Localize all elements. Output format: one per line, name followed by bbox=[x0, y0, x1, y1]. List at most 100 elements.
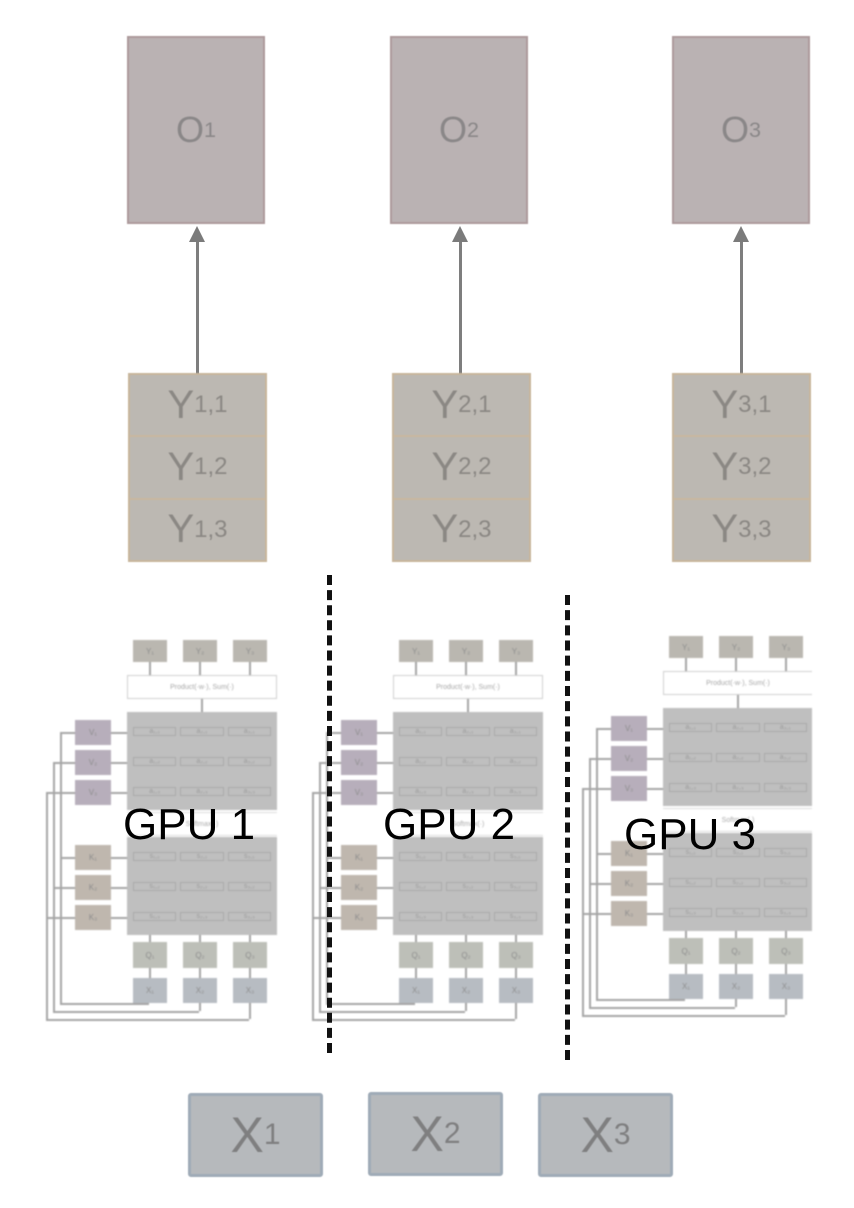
mini-y-box: Y₂ bbox=[449, 640, 483, 662]
mini-y-box: Y₁ bbox=[133, 640, 167, 662]
grid-cell: s₃,₁ bbox=[493, 851, 537, 861]
arrow-up-icon bbox=[189, 226, 205, 242]
grid-cell: a₂,₁ bbox=[446, 726, 490, 736]
grid-cell: a₃,₁ bbox=[763, 722, 807, 732]
arrow-up-icon bbox=[733, 226, 749, 242]
input-subscript: 3 bbox=[613, 1118, 631, 1151]
connector-line bbox=[647, 728, 663, 730]
connector-line bbox=[647, 913, 663, 915]
value-box: V₃ bbox=[611, 776, 647, 801]
connector-line bbox=[685, 658, 687, 671]
grid-cell: a₁,₃ bbox=[399, 786, 443, 796]
connector-line bbox=[415, 662, 417, 675]
grid-cell: a₂,₁ bbox=[180, 726, 224, 736]
connector-line bbox=[249, 662, 251, 675]
output-label: O bbox=[720, 109, 749, 150]
grid-cell: s₂,₃ bbox=[446, 911, 490, 921]
connector-line bbox=[515, 968, 517, 978]
value-box: V₂ bbox=[341, 750, 377, 775]
grid-cell: s₂,₁ bbox=[180, 851, 224, 861]
gpu-label-2: GPU 2 bbox=[383, 800, 516, 849]
connector-line bbox=[111, 887, 127, 889]
connector-line bbox=[589, 1007, 735, 1009]
grid-cell: a₁,₂ bbox=[399, 756, 443, 766]
input-subscript: 2 bbox=[443, 1117, 461, 1150]
connector-line bbox=[589, 758, 611, 760]
mini-input-box: X₂ bbox=[449, 978, 483, 1003]
grid-cell: s₂,₂ bbox=[180, 881, 224, 891]
grid-cell: a₂,₃ bbox=[446, 786, 490, 796]
connector-line bbox=[201, 699, 203, 712]
softmax-band: Softmax(·) bbox=[127, 812, 277, 836]
query-box: Q₃ bbox=[233, 942, 267, 968]
connector-line bbox=[647, 788, 663, 790]
grid-cell: a₃,₂ bbox=[227, 756, 271, 766]
connector-line bbox=[596, 999, 685, 1001]
softmax-band: Softmax(·) bbox=[663, 808, 812, 832]
connector-line bbox=[111, 857, 127, 859]
grid-cell: a₂,₃ bbox=[180, 786, 224, 796]
connector-line bbox=[465, 935, 467, 942]
grid-cell: a₃,₁ bbox=[227, 726, 271, 736]
connector-line bbox=[415, 968, 417, 978]
connector-line bbox=[785, 931, 787, 938]
product-sum-box: Product(·w·), Sum(·) bbox=[663, 671, 812, 695]
connector-line bbox=[582, 788, 584, 1015]
grid-cell: s₃,₃ bbox=[493, 911, 537, 921]
connector-line bbox=[596, 728, 598, 999]
connector-line bbox=[785, 964, 787, 974]
output-subscript: 1 bbox=[204, 117, 217, 142]
connector-line bbox=[596, 853, 611, 855]
mini-y-box: Y₃ bbox=[499, 640, 533, 662]
product-sum-box: Product(·w·), Sum(·) bbox=[393, 675, 543, 699]
input-subscript: 1 bbox=[263, 1118, 281, 1151]
output-subscript: 2 bbox=[467, 117, 480, 142]
mini-y-box: Y₃ bbox=[769, 636, 803, 658]
grid-cell: a₁,₂ bbox=[133, 756, 177, 766]
connector-line bbox=[249, 935, 251, 942]
connector-line bbox=[149, 935, 151, 942]
grid-cell: a₁,₂ bbox=[669, 752, 713, 762]
grid-cell: s₂,₂ bbox=[446, 881, 490, 891]
key-box: K₁ bbox=[611, 841, 647, 866]
grid-cell: s₃,₃ bbox=[763, 907, 807, 917]
gpu-separator-2 bbox=[565, 595, 570, 1060]
connector-line bbox=[312, 1019, 515, 1021]
connector-line bbox=[647, 853, 663, 855]
key-box: K₃ bbox=[341, 905, 377, 930]
connector-line bbox=[111, 732, 127, 734]
query-box: Q₁ bbox=[133, 942, 167, 968]
connector-line bbox=[377, 792, 393, 794]
connector-line bbox=[111, 917, 127, 919]
grid-cell: s₃,₃ bbox=[227, 911, 271, 921]
grid-cell: s₃,₁ bbox=[763, 847, 807, 857]
arrow-line-3 bbox=[740, 240, 743, 374]
connector-line bbox=[149, 662, 151, 675]
connector-line bbox=[53, 1011, 199, 1013]
connector-line bbox=[735, 964, 737, 974]
connector-line bbox=[377, 732, 393, 734]
grid-cell: a₂,₁ bbox=[716, 722, 760, 732]
connector-line bbox=[465, 662, 467, 675]
grid-cell: a₃,₃ bbox=[493, 786, 537, 796]
connector-line bbox=[465, 968, 467, 978]
connector-line bbox=[785, 999, 787, 1015]
grid-cell: s₃,₁ bbox=[227, 851, 271, 861]
connector-line bbox=[377, 887, 393, 889]
connector-line bbox=[249, 1003, 251, 1019]
output-subscript: 3 bbox=[749, 117, 762, 142]
